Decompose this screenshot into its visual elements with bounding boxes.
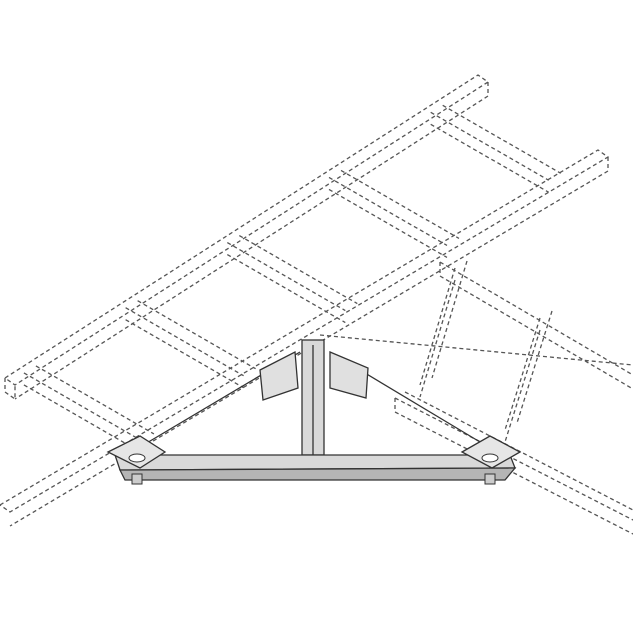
right-corner-plate — [460, 435, 522, 469]
left-clamp-plate — [259, 350, 299, 401]
ladder-rung — [504, 310, 553, 443]
ladder-rung — [328, 169, 460, 259]
branch-ladder-rungs — [419, 260, 553, 443]
main-ladder — [0, 74, 610, 527]
horizontal-bar-flange — [118, 467, 517, 481]
ladder-rung — [23, 365, 155, 454]
left-bolt-icon — [128, 453, 146, 463]
left-corner-plate — [106, 435, 167, 469]
right-bolt-nut — [484, 473, 496, 485]
branch-ladder — [319, 260, 633, 535]
branch-ladder-upper-rail — [319, 261, 633, 390]
main-ladder-upper-rail — [3, 74, 490, 401]
main-ladder-rungs — [23, 104, 562, 454]
main-ladder-lower-rail — [0, 149, 610, 527]
ladder-rung — [125, 300, 256, 389]
ladder-rung — [419, 260, 468, 398]
ladder-rung — [226, 235, 358, 324]
right-bolt-icon — [481, 453, 499, 463]
ladder-rung — [430, 104, 562, 193]
left-bolt-nut — [131, 473, 143, 485]
junction-bracket — [106, 339, 522, 485]
right-clamp-plate — [329, 351, 369, 399]
